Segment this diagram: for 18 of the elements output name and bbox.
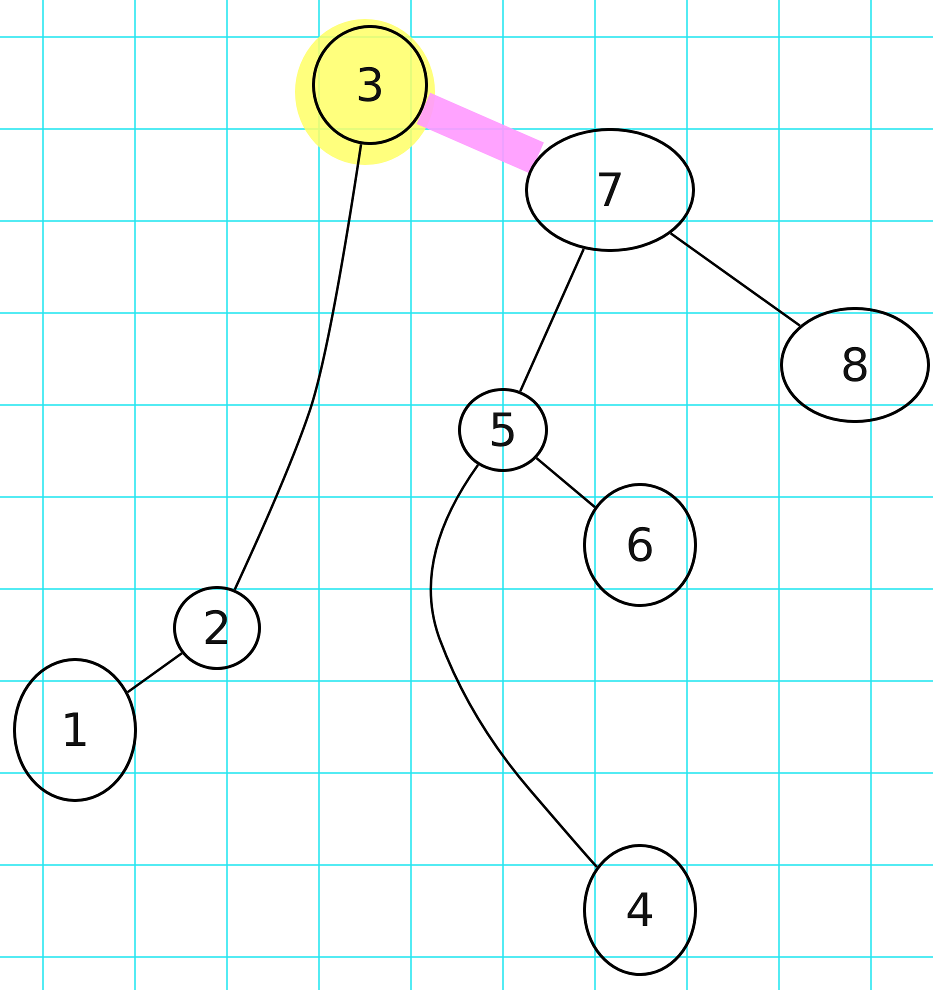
tree-node-circle [13, 658, 137, 802]
connector-line [234, 144, 362, 590]
node-number: 8 [840, 342, 870, 388]
node-number: 7 [595, 167, 625, 213]
node-number: 4 [625, 887, 655, 933]
connector-line [536, 457, 596, 508]
tree-node-circle [583, 483, 697, 607]
node-number: 6 [625, 522, 655, 568]
tree-node-circle [780, 307, 930, 423]
tree-node-circle [583, 844, 697, 976]
connector-line [519, 248, 585, 392]
tree-node-circle [525, 128, 695, 252]
connector-line [670, 232, 801, 327]
connector-line [430, 464, 598, 868]
node-number: 1 [60, 707, 90, 753]
node-number: 3 [355, 62, 385, 108]
connector-line [127, 652, 183, 694]
tree-node-circle [312, 25, 428, 145]
